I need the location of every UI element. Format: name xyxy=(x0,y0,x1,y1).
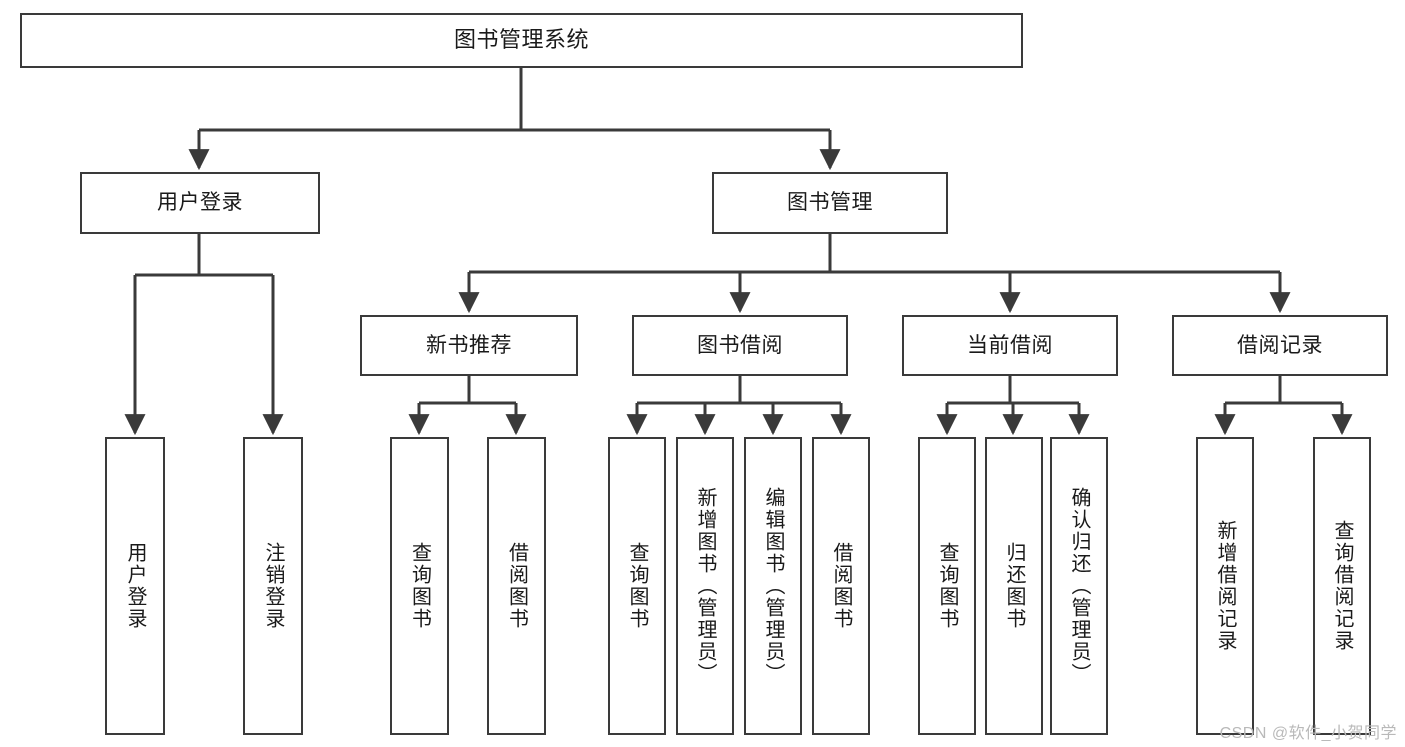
node-label: 新书推荐 xyxy=(426,333,512,357)
node-label: 归还图书 xyxy=(1003,542,1025,630)
node-label: 图书借阅 xyxy=(697,333,783,357)
node-leaf-edit-book[interactable]: 编辑图书（管理员） xyxy=(744,437,802,735)
watermark-text: CSDN @软件_小贺同学 xyxy=(1219,725,1397,742)
node-leaf-borrow-book-2[interactable]: 借阅图书 xyxy=(812,437,870,735)
node-label: 图书管理系统 xyxy=(453,27,589,53)
node-leaf-query-book-3[interactable]: 查询图书 xyxy=(918,437,976,735)
node-leaf-borrow-book-1[interactable]: 借阅图书 xyxy=(487,437,546,735)
node-label: 用户登录 xyxy=(124,542,146,630)
node-leaf-query-book-1[interactable]: 查询图书 xyxy=(390,437,449,735)
node-leaf-add-book[interactable]: 新增图书（管理员） xyxy=(676,437,734,735)
node-label: 当前借阅 xyxy=(967,333,1053,357)
node-label: 借阅记录 xyxy=(1237,333,1323,357)
node-label: 确认归还（管理员） xyxy=(1068,487,1090,685)
node-book-manage[interactable]: 图书管理 xyxy=(712,172,948,234)
node-book-borrow[interactable]: 图书借阅 xyxy=(632,315,848,376)
node-leaf-query-record[interactable]: 查询借阅记录 xyxy=(1313,437,1371,735)
node-label: 查询图书 xyxy=(936,542,958,630)
node-new-book-recommend[interactable]: 新书推荐 xyxy=(360,315,578,376)
node-leaf-query-book-2[interactable]: 查询图书 xyxy=(608,437,666,735)
node-leaf-user-login[interactable]: 用户登录 xyxy=(105,437,165,735)
node-label: 编辑图书（管理员） xyxy=(762,487,784,685)
node-label: 图书管理 xyxy=(787,191,873,215)
node-leaf-logout-login[interactable]: 注销登录 xyxy=(243,437,303,735)
node-label: 查询图书 xyxy=(626,542,648,630)
node-leaf-return-book[interactable]: 归还图书 xyxy=(985,437,1043,735)
node-label: 查询图书 xyxy=(408,542,431,630)
node-label: 用户登录 xyxy=(157,191,243,215)
node-label: 新增图书（管理员） xyxy=(694,487,716,685)
node-current-borrow[interactable]: 当前借阅 xyxy=(902,315,1118,376)
node-leaf-confirm-return[interactable]: 确认归还（管理员） xyxy=(1050,437,1108,735)
node-user-login[interactable]: 用户登录 xyxy=(80,172,320,234)
node-label: 借阅图书 xyxy=(830,542,852,630)
node-label: 注销登录 xyxy=(262,542,284,630)
node-leaf-add-record[interactable]: 新增借阅记录 xyxy=(1196,437,1254,735)
node-label: 借阅图书 xyxy=(505,542,528,630)
node-root-system[interactable]: 图书管理系统 xyxy=(20,13,1023,68)
node-label: 查询借阅记录 xyxy=(1331,520,1353,652)
node-label: 新增借阅记录 xyxy=(1214,520,1236,652)
node-borrow-record[interactable]: 借阅记录 xyxy=(1172,315,1388,376)
